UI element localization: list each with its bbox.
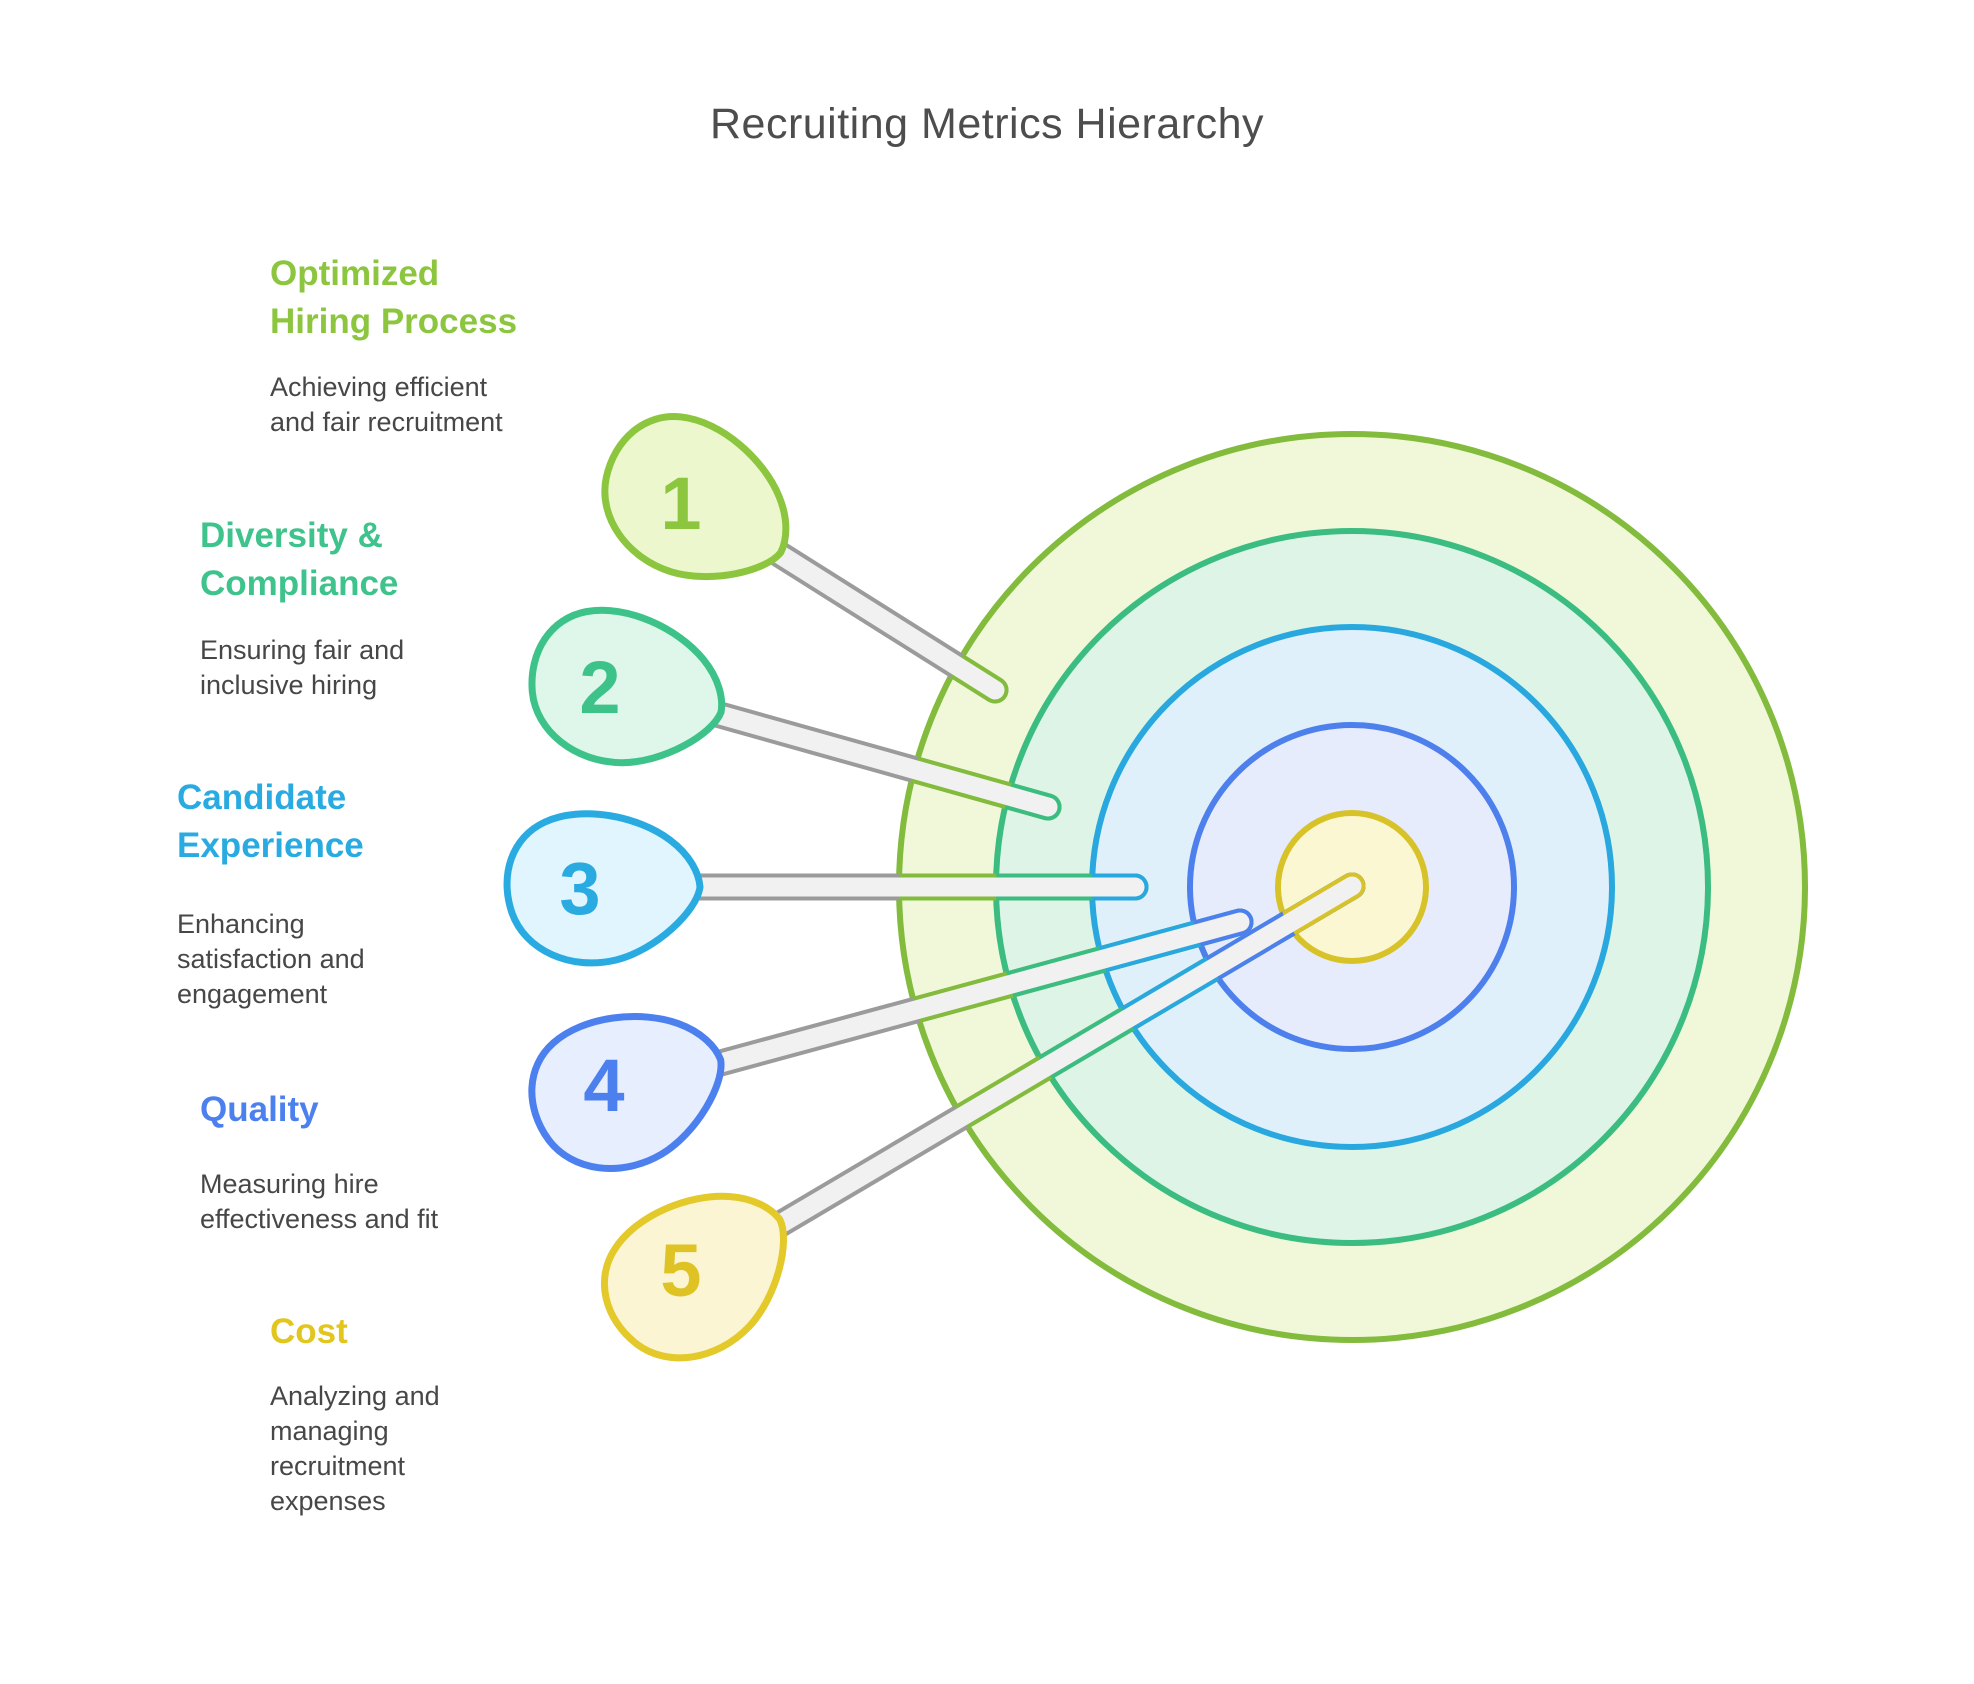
blob-2-number: 2	[579, 646, 620, 729]
item-3-description: Enhancing satisfaction and engagement	[177, 909, 365, 1009]
blob-3: 3	[503, 810, 704, 967]
blob-1: 1	[601, 413, 790, 581]
item-5-label: Cost	[270, 1312, 348, 1351]
item-2-description: Ensuring fair and inclusive hiring	[200, 635, 405, 700]
item-2-label: Diversity & Compliance	[200, 516, 399, 603]
blob-2: 2	[528, 606, 726, 767]
item-1-label: Optimized Hiring Process	[270, 254, 518, 341]
pin-4	[611, 908, 1254, 1103]
pin-5	[682, 872, 1366, 1288]
item-4-label: Quality	[200, 1090, 319, 1129]
item-5-description: Analyzing and managing recruitment expen…	[270, 1381, 440, 1516]
blob-1-number: 1	[660, 462, 701, 545]
item-1-description: Achieving efficient and fair recruitment	[270, 372, 503, 437]
item-3-label: Candidate Experience	[177, 778, 364, 865]
blob-4: 4	[528, 1013, 725, 1172]
blob-3-number: 3	[559, 847, 600, 930]
blob-5: 5	[600, 1192, 787, 1362]
page-title: Recruiting Metrics Hierarchy	[709, 100, 1265, 148]
blob-5-number: 5	[660, 1229, 701, 1312]
item-4-description: Measuring hire effectiveness and fit	[200, 1169, 439, 1234]
blob-4-number: 4	[583, 1044, 624, 1127]
